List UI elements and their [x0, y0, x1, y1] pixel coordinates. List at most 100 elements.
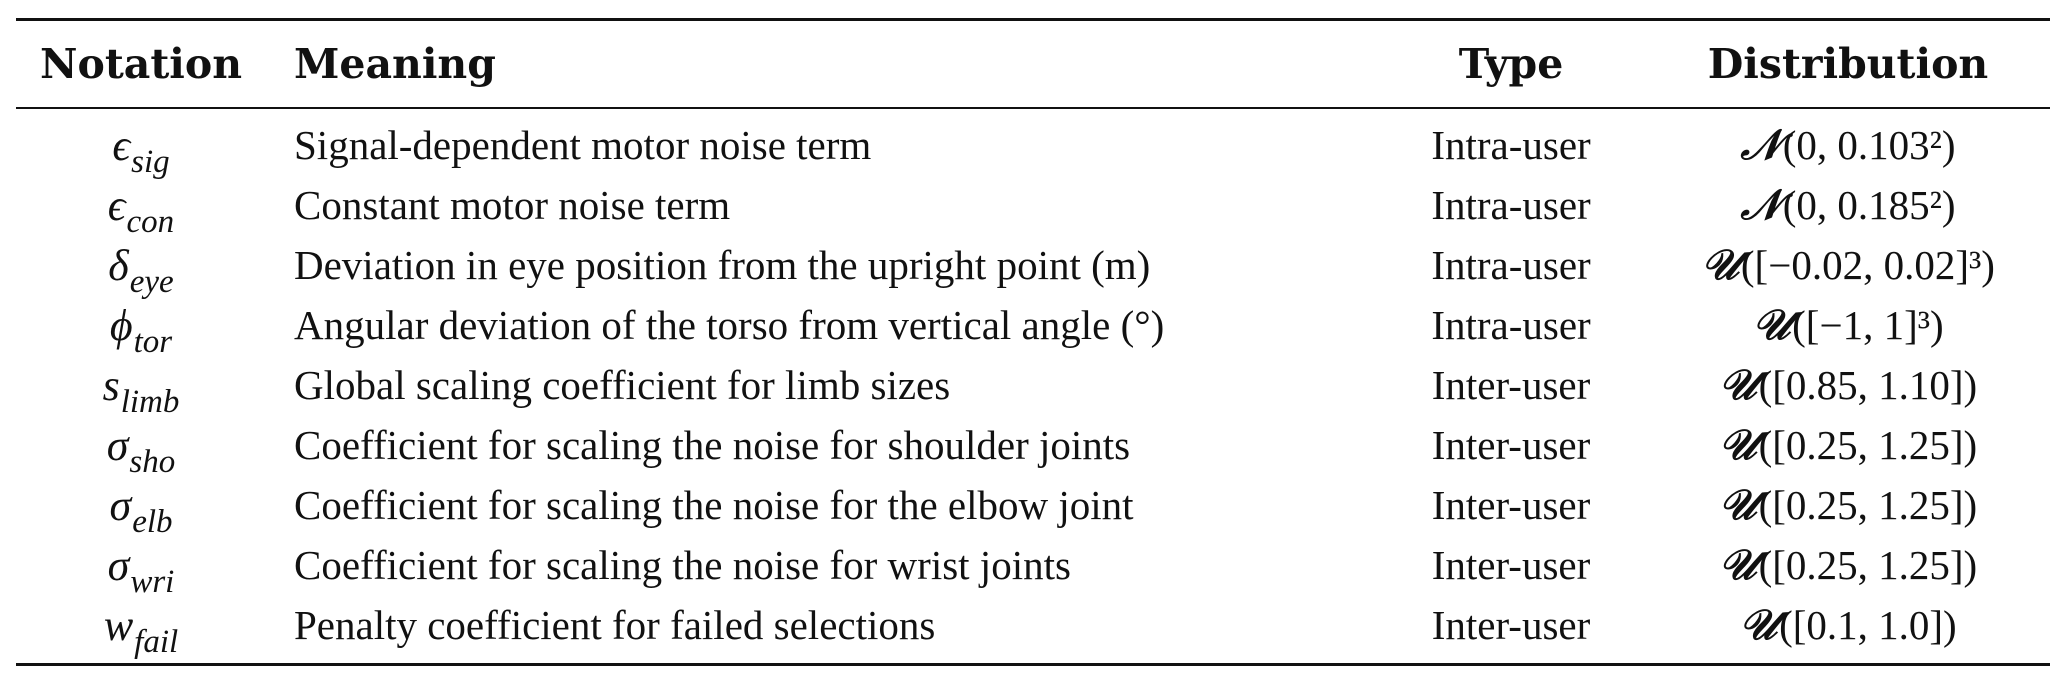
type-cell: Inter-user — [1431, 362, 1591, 408]
notation-cell: σwri — [16, 535, 266, 600]
type-cell: Intra-user — [1431, 182, 1591, 228]
distribution-symbol: 𝒩 — [1740, 120, 1781, 169]
meaning-cell: Penalty coefficient for failed selection… — [294, 602, 936, 648]
notation-base: σ — [109, 480, 132, 530]
meaning-cell: Coefficient for scaling the noise for wr… — [294, 542, 1071, 588]
meaning-cell: Coefficient for scaling the noise for sh… — [294, 422, 1131, 468]
notation-symbol: σelb — [109, 480, 172, 540]
notation-base: δ — [108, 240, 129, 290]
notation-subscript: tor — [133, 323, 173, 360]
distribution-symbol: 𝒰 — [1739, 600, 1778, 649]
table-row: slimb Global scaling coefficient for limb… — [16, 355, 2050, 420]
notation-symbol: ϕtor — [109, 300, 172, 360]
meaning-cell: Global scaling coefficient for limb size… — [294, 362, 951, 408]
type-cell: Inter-user — [1431, 542, 1591, 588]
distribution-expression: 𝒰([0.1, 1.0]) — [1739, 600, 1956, 650]
notation-subscript: sig — [131, 143, 170, 180]
table-row: wfail Penalty coefficient for failed sele… — [16, 595, 2050, 660]
table-top-rule — [16, 18, 2050, 21]
notation-base: ϵ — [107, 180, 126, 230]
notation-base: ϵ — [112, 120, 131, 170]
notation-base: σ — [107, 540, 130, 590]
notation-cell: σsho — [16, 415, 266, 480]
distribution-symbol: 𝒰 — [1718, 420, 1757, 469]
table-header-row: Notation Meaning Type Distribution — [16, 21, 2050, 107]
distribution-args: ([−1, 1]³) — [1792, 302, 1944, 348]
notation-symbol: ϵcon — [107, 180, 174, 240]
distribution-args: ([0.25, 1.25]) — [1758, 482, 1978, 528]
notation-subscript: sho — [129, 443, 176, 480]
meaning-cell: Signal-dependent motor noise term — [294, 122, 872, 168]
notation-subscript: elb — [132, 503, 173, 540]
header-notation: Notation — [40, 40, 242, 88]
distribution-args: ([0.85, 1.10]) — [1758, 362, 1978, 408]
distribution-symbol: 𝒩 — [1740, 180, 1781, 229]
distribution-args: ([0.25, 1.25]) — [1758, 542, 1978, 588]
notation-symbol: δeye — [108, 240, 173, 300]
distribution-cell: 𝒩(0, 0.185²) — [1646, 175, 2050, 235]
parameter-table: Notation Meaning Type Distribution ϵsig S… — [16, 18, 2050, 666]
distribution-args: (0, 0.103²) — [1782, 122, 1956, 168]
meaning-cell: Angular deviation of the torso from vert… — [294, 302, 1165, 348]
distribution-args: ([0.1, 1.0]) — [1779, 602, 1957, 648]
distribution-symbol: 𝒰 — [1718, 540, 1757, 589]
notation-subscript: limb — [120, 383, 180, 420]
distribution-cell: 𝒰([0.25, 1.25]) — [1646, 535, 2050, 595]
type-cell: Inter-user — [1431, 422, 1591, 468]
distribution-symbol: 𝒰 — [1752, 300, 1791, 349]
notation-subscript: fail — [134, 623, 179, 660]
table-header-rule — [16, 107, 2050, 109]
notation-cell: σelb — [16, 475, 266, 540]
notation-cell: slimb — [16, 355, 266, 420]
notation-cell: ϵcon — [16, 175, 266, 240]
notation-symbol: ϵsig — [112, 120, 169, 180]
table-row: σsho Coefficient for scaling the noise fo… — [16, 415, 2050, 480]
table-row: δeye Deviation in eye position from the u… — [16, 235, 2050, 300]
distribution-cell: 𝒰([−1, 1]³) — [1646, 295, 2050, 355]
distribution-args: (0, 0.185²) — [1782, 182, 1956, 228]
notation-symbol: σwri — [107, 540, 175, 600]
distribution-expression: 𝒩(0, 0.185²) — [1740, 180, 1955, 230]
meaning-cell: Coefficient for scaling the noise for th… — [294, 482, 1134, 528]
notation-subscript: eye — [129, 263, 174, 300]
type-cell: Intra-user — [1431, 122, 1591, 168]
distribution-args: ([−0.02, 0.02]³) — [1740, 242, 1995, 288]
notation-base: ϕ — [109, 300, 133, 350]
header-meaning: Meaning — [294, 40, 496, 88]
meaning-cell: Constant motor noise term — [294, 182, 731, 228]
meaning-cell: Deviation in eye position from the uprig… — [294, 242, 1151, 288]
notation-base: w — [103, 600, 134, 650]
distribution-expression: 𝒩(0, 0.103²) — [1740, 120, 1955, 170]
notation-symbol: slimb — [102, 360, 180, 420]
distribution-args: ([0.25, 1.25]) — [1758, 422, 1978, 468]
distribution-expression: 𝒰([−1, 1]³) — [1752, 300, 1943, 350]
table-row: σwri Coefficient for scaling the noise fo… — [16, 535, 2050, 600]
notation-symbol: σsho — [106, 420, 176, 480]
table-row: ϵsig Signal-dependent motor noise term Int… — [16, 115, 2050, 180]
table-row: ϕtor Angular deviation of the torso from … — [16, 295, 2050, 360]
notation-cell: δeye — [16, 235, 266, 300]
notation-base: σ — [106, 420, 129, 470]
distribution-symbol: 𝒰 — [1701, 240, 1739, 289]
type-cell: Intra-user — [1431, 242, 1591, 288]
distribution-cell: 𝒰([0.85, 1.10]) — [1646, 355, 2050, 415]
distribution-symbol: 𝒰 — [1718, 480, 1757, 529]
type-cell: Intra-user — [1431, 302, 1591, 348]
distribution-cell: 𝒰([0.1, 1.0]) — [1646, 595, 2050, 655]
notation-subscript: con — [126, 203, 175, 240]
notation-cell: ϕtor — [16, 295, 266, 360]
notation-subscript: wri — [130, 563, 175, 600]
distribution-expression: 𝒰([0.25, 1.25]) — [1719, 540, 1977, 590]
notation-base: s — [102, 360, 120, 410]
table-row: ϵcon Constant motor noise term Intra-user 𝒩… — [16, 175, 2050, 240]
distribution-cell: 𝒰([0.25, 1.25]) — [1646, 415, 2050, 475]
table-bottom-rule — [16, 663, 2050, 666]
distribution-cell: 𝒰([0.25, 1.25]) — [1646, 475, 2050, 535]
header-distribution: Distribution — [1707, 40, 1989, 88]
distribution-expression: 𝒰([0.25, 1.25]) — [1719, 480, 1977, 530]
header-type: Type — [1458, 40, 1564, 88]
distribution-cell: 𝒩(0, 0.103²) — [1646, 115, 2050, 175]
type-cell: Inter-user — [1431, 602, 1591, 648]
distribution-expression: 𝒰([0.85, 1.10]) — [1719, 360, 1977, 410]
